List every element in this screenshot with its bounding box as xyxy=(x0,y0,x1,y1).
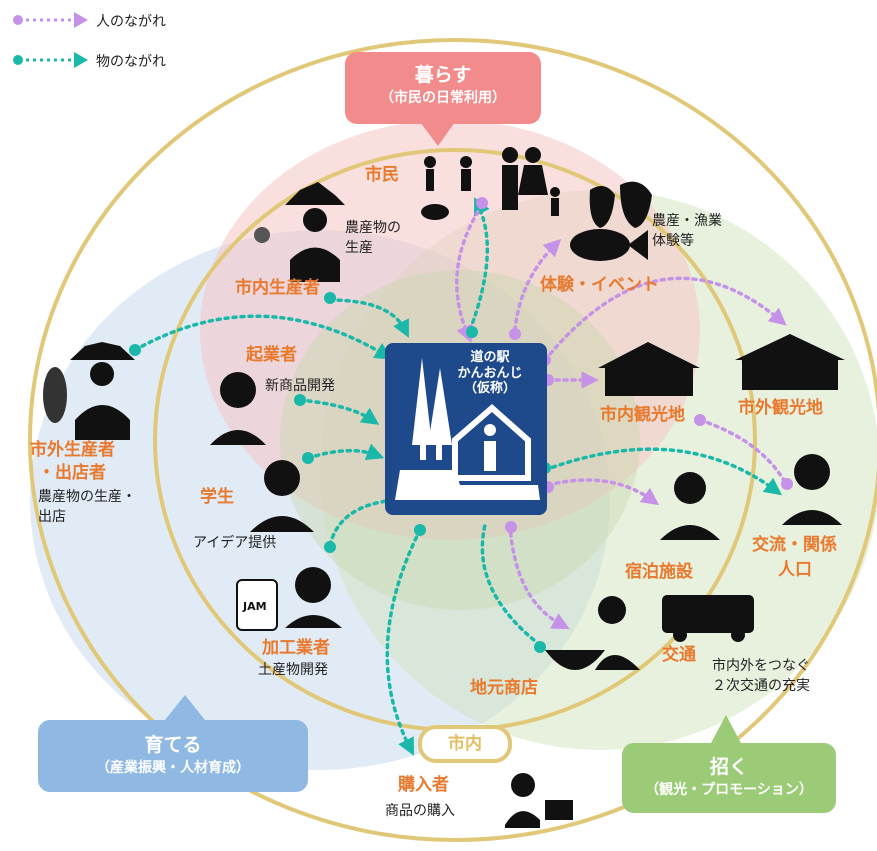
citizens-icon xyxy=(421,147,560,220)
callout-live-title: 暮らす xyxy=(414,64,472,86)
label-outside-producers-1: 市外生産者 xyxy=(30,440,115,460)
legend-goods xyxy=(13,52,88,68)
jam-jar-icon xyxy=(236,579,278,631)
goods-flow-shops xyxy=(480,523,542,647)
people-flow-citizens xyxy=(455,203,484,344)
label-outside-desc-2: 出店 xyxy=(38,509,66,525)
callout-invite: 招く （観光・プロモーション） xyxy=(622,743,836,813)
exchange-person-icon xyxy=(782,454,842,525)
label-lodging: 宿泊施設 xyxy=(625,562,693,582)
strawberry-icon xyxy=(589,181,652,228)
city-badge-label: 市内 xyxy=(448,734,482,754)
city-sight-icon xyxy=(598,342,700,396)
label-transport: 交通 xyxy=(662,645,696,665)
goods-flow-citizens xyxy=(468,197,490,332)
label-transport-desc-2: ２次交通の充実 xyxy=(712,678,810,694)
callout-live: 暮らす （市民の日常利用） xyxy=(345,52,541,124)
city-producer-icon xyxy=(254,182,345,282)
callout-live-sub: （市民の日常利用） xyxy=(380,90,506,106)
label-city-producers: 市内生産者 xyxy=(235,278,320,298)
jam-label: JAM xyxy=(243,600,267,613)
label-farm-products: 農産物の xyxy=(345,220,401,236)
callout-grow-sub: （産業振興・人材育成） xyxy=(96,760,250,776)
people-flow-experience xyxy=(513,238,562,332)
label-entrepreneurs: 起業者 xyxy=(246,345,297,365)
outer-ring xyxy=(28,38,877,842)
center-name-line2: かんおんじ xyxy=(457,365,523,381)
center-name-line1: 道の駅 xyxy=(470,350,510,365)
callout-invite-sub: （観光・プロモーション） xyxy=(645,782,813,798)
label-farm-fish-2: 体験等 xyxy=(652,233,694,249)
goods-flow-buyer xyxy=(385,528,422,756)
label-exchange-2: 人口 xyxy=(778,560,812,580)
processor-icon xyxy=(285,567,342,628)
label-new-products: 新商品開発 xyxy=(265,378,335,394)
goods-flow-outside-producer xyxy=(133,314,393,360)
legend-people-label: 人のながれ xyxy=(96,14,166,30)
fish-icon xyxy=(570,229,648,261)
label-processors: 加工業者 xyxy=(262,638,330,658)
michi-no-eki-box xyxy=(385,343,547,515)
people-flow-outside-sight xyxy=(543,276,787,362)
label-experience: 体験・イベント xyxy=(540,275,659,295)
callout-grow-title: 育てる xyxy=(144,734,202,756)
label-buyers-desc: 商品の購入 xyxy=(385,803,455,819)
goods-flow-city-producer xyxy=(328,298,409,338)
label-outside-producers-2: ・出店者 xyxy=(38,463,106,483)
people-flow-shops xyxy=(508,523,570,630)
label-outside-sights: 市外観光地 xyxy=(738,398,823,418)
outside-sight-icon xyxy=(735,334,845,390)
label-souvenirs: 土産物開発 xyxy=(258,662,328,678)
legend-people xyxy=(13,12,88,28)
callout-grow: 育てる （産業振興・人材育成） xyxy=(38,720,308,792)
outside-producer-icon xyxy=(43,342,135,440)
goods-flow-outward xyxy=(543,447,783,496)
label-outside-desc-1: 農産物の生産・ xyxy=(38,489,136,505)
bus-icon xyxy=(662,595,754,642)
people-flow-lodging xyxy=(546,478,660,506)
callout-invite-title: 招く xyxy=(709,756,748,778)
legend-goods-label: 物のながれ xyxy=(96,54,166,70)
goods-flow-processor xyxy=(328,492,404,547)
entrepreneur-icon xyxy=(210,372,266,445)
people-flow-exchange xyxy=(698,418,787,484)
label-exchange-1: 交流・関係 xyxy=(752,535,837,555)
label-city-sights: 市内観光地 xyxy=(600,405,685,425)
center-name-line3: （仮称） xyxy=(463,381,516,397)
label-transport-desc-1: 市内外をつなぐ xyxy=(712,658,810,674)
label-buyers: 購入者 xyxy=(398,775,449,795)
local-shop-icon xyxy=(545,596,640,670)
label-local-shops: 地元商店 xyxy=(470,678,538,698)
label-ideas: アイデア提供 xyxy=(193,535,277,551)
student-icon xyxy=(250,460,314,532)
city-badge xyxy=(418,725,512,763)
label-farm-products2: 生産 xyxy=(345,240,373,256)
goods-flow-entrepreneur xyxy=(298,398,380,425)
lodging-icon xyxy=(660,472,720,540)
goods-flow-student xyxy=(306,443,385,461)
label-citizens: 市民 xyxy=(365,165,399,185)
center-name: 道の駅 かんおんじ （仮称） xyxy=(440,350,540,397)
label-farm-fish-1: 農産・漁業 xyxy=(652,213,722,229)
buyer-icon xyxy=(505,773,573,828)
label-students: 学生 xyxy=(200,487,234,507)
